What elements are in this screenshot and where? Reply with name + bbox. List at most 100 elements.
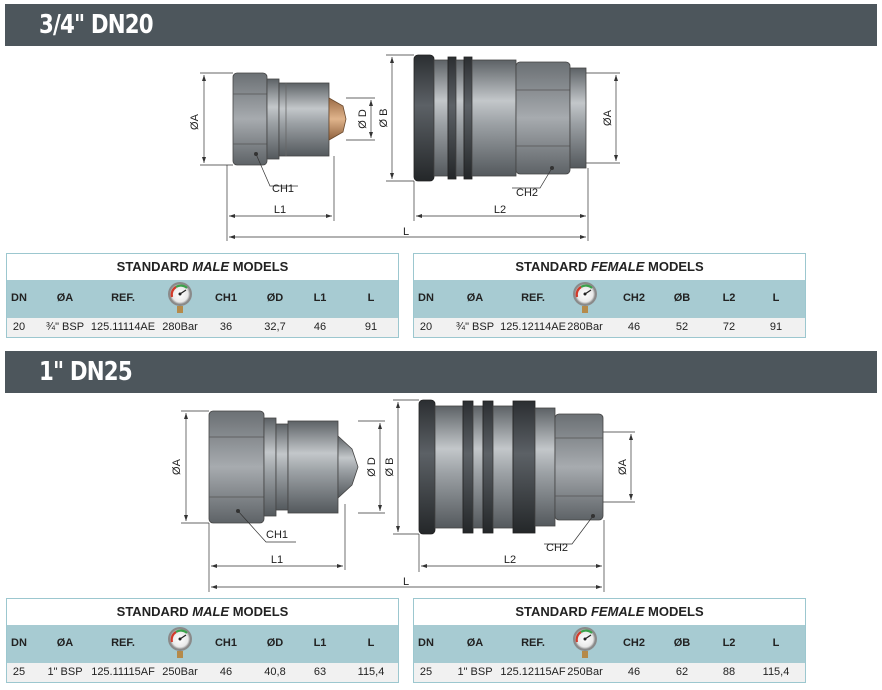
col-ref: REF. [111,637,135,649]
cell-l2: 88 [722,666,736,678]
dn20-male-coupling [232,72,347,166]
table-header-row: DN ØA REF. CH2 ØB L2 L [414,625,805,663]
pressure-gauge-icon [572,282,598,314]
col-l2: L2 [722,637,736,649]
label-ch2: CH2 [516,187,538,199]
dn25-male-table: STANDARD MALE MODELS DN ØA REF. CH1 ØD L… [6,598,399,683]
dn20-male-table: STANDARD MALE MODELS DN ØA REF. CH1 ØD L… [6,253,399,338]
label-ch1: CH1 [266,529,288,541]
col-ch1: CH1 [214,637,238,649]
pressure-gauge-icon [167,627,193,659]
cell-a: ¾" BSP [455,321,495,333]
col-l: L [367,637,375,649]
table-caption: STANDARD MALE MODELS [116,604,289,619]
col-b: ØB [673,637,691,649]
col-a: ØA [466,292,484,304]
label-b: Ø B [384,458,396,477]
table-row: 20 ¾" BSP 125.12114AE 280Bar 46 52 72 91 [414,318,805,337]
label-d: Ø D [357,109,369,129]
cell-d: 32,7 [264,321,286,333]
cell-ref: 125.12115AF [500,666,566,678]
cell-pressure: 250Bar [567,666,603,678]
col-dn: DN [418,637,434,649]
col-l: L [367,292,375,304]
cell-ch1: 46 [219,666,233,678]
dn25-technical-drawing: ØA Ø D Ø B ØA CH1 CH2 L1 L2 L [171,399,635,592]
label-l1: L1 [274,204,286,216]
col-dn: DN [11,292,27,304]
cell-dn: 25 [419,666,433,678]
cell-pressure: 250Bar [162,666,198,678]
section-title: 3/4" DN20 [39,10,154,40]
col-l2: L2 [722,292,736,304]
table-caption: STANDARD MALE MODELS [116,259,289,274]
cell-dn: 20 [12,321,26,333]
cell-pressure: 280Bar [162,321,198,333]
dn20-female-coupling [413,54,587,182]
cell-l: 115,4 [357,666,385,678]
section-header-dn20: 3/4" DN20 [5,4,877,46]
cell-l: 91 [769,321,783,333]
col-d: ØD [266,292,284,304]
cell-l: 115,4 [762,666,790,678]
dn25-female-coupling [418,399,604,535]
label-ch1: CH1 [272,183,294,195]
col-l1: L1 [313,637,327,649]
col-l: L [772,292,780,304]
cell-dn: 20 [419,321,433,333]
cell-ref: 125.11115AF [91,666,155,678]
label-l: L [403,576,409,588]
label-ch2: CH2 [546,542,568,554]
col-l: L [772,637,780,649]
label-a-male: ØA [189,113,201,130]
col-b: ØB [673,292,691,304]
label-a-female: ØA [617,458,629,475]
label-l2: L2 [504,554,516,566]
cell-b: 62 [675,666,689,678]
section-header-dn25: 1" DN25 [5,351,877,393]
table-row: 20 ¾" BSP 125.11114AE 280Bar 36 32,7 46 … [7,318,398,337]
table-caption: STANDARD FEMALE MODELS [515,604,704,619]
label-a-female: ØA [602,109,614,126]
pressure-gauge-icon [167,282,193,314]
col-ch2: CH2 [622,637,646,649]
pressure-gauge-icon [572,627,598,659]
col-d: ØD [266,637,284,649]
col-dn: DN [11,637,27,649]
label-d: Ø D [366,457,378,477]
cell-dn: 25 [12,666,26,678]
label-l1: L1 [271,554,283,566]
cell-l1: 46 [313,321,327,333]
cell-d: 40,8 [264,666,286,678]
table-row: 25 1" BSP 125.12115AF 250Bar 46 62 88 11… [414,663,805,682]
col-ref: REF. [521,637,545,649]
label-l2: L2 [494,204,506,216]
col-l1: L1 [313,292,327,304]
col-dn: DN [418,292,434,304]
col-a: ØA [466,637,484,649]
col-ref: REF. [111,292,135,304]
label-a-male: ØA [171,458,183,475]
table-caption: STANDARD FEMALE MODELS [515,259,704,274]
table-header-row: DN ØA REF. CH1 ØD L1 L [7,280,398,318]
cell-l2: 72 [722,321,736,333]
col-a: ØA [56,292,74,304]
cell-b: 52 [675,321,689,333]
cell-ref: 125.12114AE [500,321,566,333]
dn25-male-coupling [208,410,359,524]
cell-a: ¾" BSP [45,321,85,333]
label-l: L [403,226,409,238]
table-header-row: DN ØA REF. CH2 ØB L2 L [414,280,805,318]
cell-pressure: 280Bar [567,321,603,333]
dn25-female-table: STANDARD FEMALE MODELS DN ØA REF. CH2 ØB… [413,598,806,683]
dn20-technical-drawing: ØA Ø D Ø B ØA CH1 CH2 L1 L2 L [189,54,620,241]
label-b: Ø B [378,109,390,128]
col-ref: REF. [521,292,545,304]
cell-l: 91 [364,321,378,333]
cell-ch2: 46 [627,666,641,678]
col-ch2: CH2 [622,292,646,304]
cell-ch1: 36 [219,321,233,333]
table-row: 25 1" BSP 125.11115AF 250Bar 46 40,8 63 … [7,663,398,682]
cell-l1: 63 [313,666,327,678]
cell-a: 1" BSP [47,666,83,678]
